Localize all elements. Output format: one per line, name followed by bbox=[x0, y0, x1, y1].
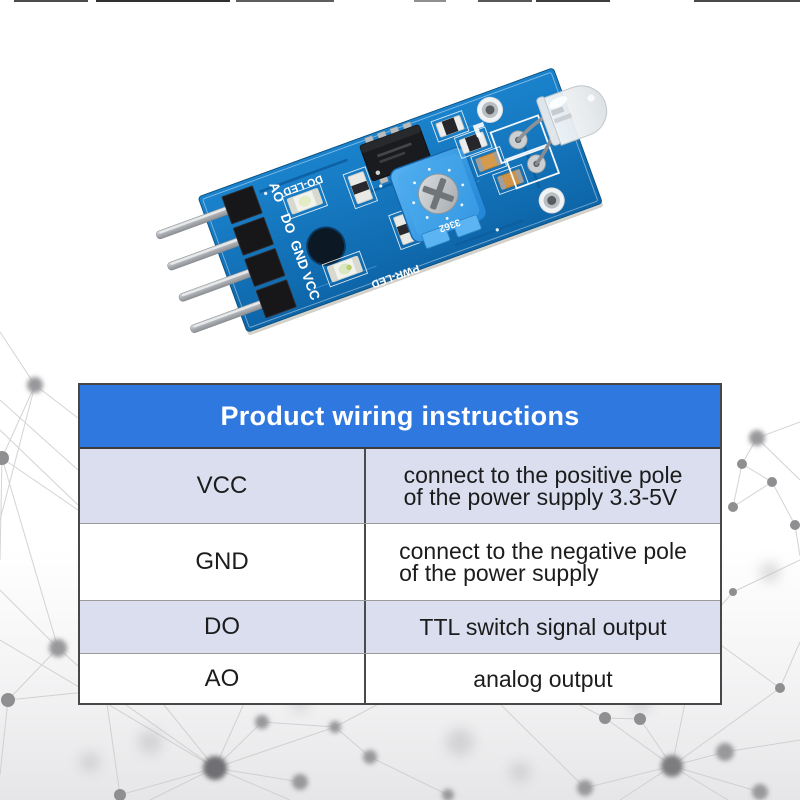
potentiometer: 3362 bbox=[389, 146, 488, 249]
pin-name-cell: DO bbox=[80, 601, 366, 653]
smd-resistor bbox=[342, 166, 379, 210]
header-pins bbox=[156, 203, 273, 333]
pin-description-cell: connect to the negative pole of the powe… bbox=[366, 524, 720, 600]
trimmer-tick-dots bbox=[412, 167, 465, 220]
mounting-hole bbox=[476, 96, 504, 123]
pin-header bbox=[156, 185, 297, 333]
pin-name-cell: VCC bbox=[80, 449, 366, 523]
description-line: connect to the positive pole bbox=[403, 462, 683, 488]
soft-nodes bbox=[27, 377, 768, 800]
do-led-smd bbox=[281, 182, 329, 220]
pin-name-cell: AO bbox=[80, 654, 366, 703]
board-hole bbox=[306, 226, 346, 266]
table-title: Product wiring instructions bbox=[80, 385, 720, 449]
pin-description-cell: analog output bbox=[366, 654, 720, 703]
description-line: of the power supply bbox=[399, 560, 599, 586]
sensor-module-photo: AO DO GND VCC DO-LED bbox=[156, 68, 608, 335]
description-line: connect to the negative pole bbox=[399, 538, 687, 564]
description-line: analog output bbox=[473, 665, 613, 692]
description-line: of the power supply 3.3-5V bbox=[403, 484, 678, 510]
table-row-vcc: VCC connect to the positive pole of the … bbox=[80, 449, 720, 523]
pin-description-cell: connect to the positive pole of the powe… bbox=[366, 449, 720, 523]
description-line: TTL switch signal output bbox=[419, 614, 667, 640]
table-row-ao: AO analog output bbox=[80, 653, 720, 703]
mounting-hole bbox=[538, 187, 565, 214]
ic-chip bbox=[359, 121, 432, 185]
smd-resistor bbox=[430, 110, 470, 143]
clear-led bbox=[536, 85, 608, 146]
silkscreen-l-mark bbox=[472, 122, 485, 138]
smd-capacitor bbox=[492, 163, 530, 196]
pin-label-ao: AO bbox=[266, 180, 287, 204]
pin-name-cell: GND bbox=[80, 524, 366, 600]
pwr-led-smd bbox=[321, 250, 369, 288]
table-row-gnd: GND connect to the negative pole of the … bbox=[80, 523, 720, 600]
pin-description-cell: TTL switch signal output bbox=[366, 601, 720, 653]
smd-resistor bbox=[453, 126, 493, 160]
wiring-table: Product wiring instructions VCC connect … bbox=[78, 383, 722, 705]
table-row-do: DO TTL switch signal output bbox=[80, 600, 720, 653]
